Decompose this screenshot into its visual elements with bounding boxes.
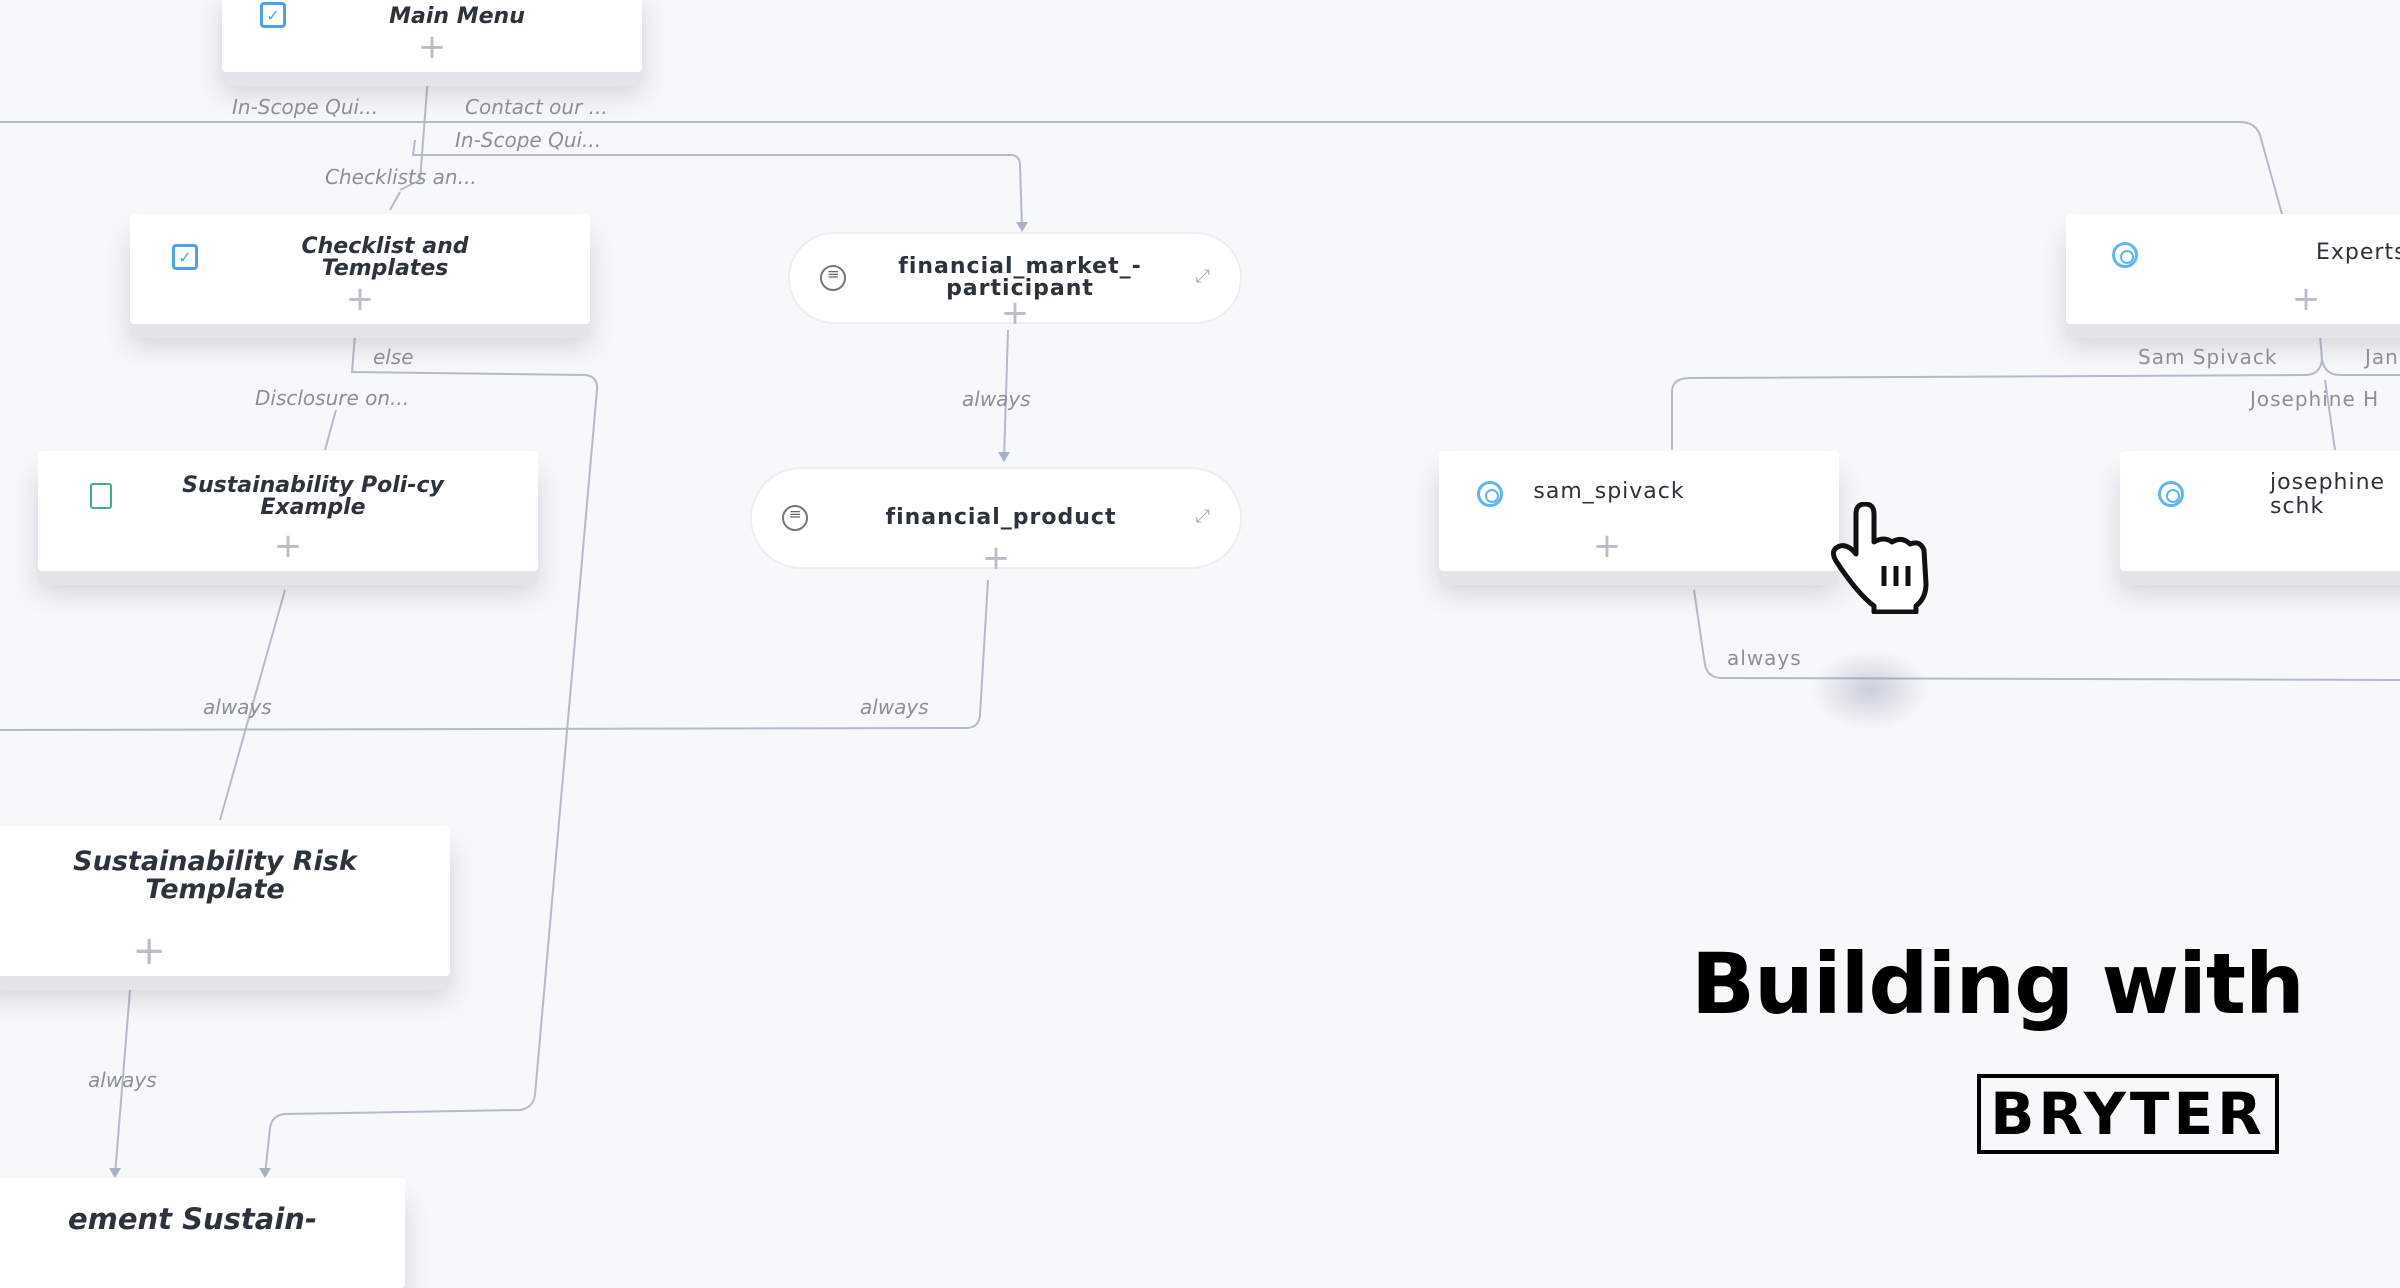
edge-horizontal-top	[0, 121, 2286, 226]
edge-label[interactable]: Contact our ...	[465, 95, 608, 119]
add-node-button[interactable]: +	[981, 538, 1011, 578]
node-label: Main Menu	[389, 4, 525, 29]
arrowhead	[998, 452, 1010, 462]
target-icon	[2112, 242, 2138, 268]
cursor-shadow	[1810, 650, 1930, 730]
edge-checklist	[389, 191, 401, 211]
checkbox-icon: ✓	[260, 2, 286, 28]
add-node-button[interactable]: +	[132, 928, 166, 974]
edge-disclosure	[324, 409, 337, 451]
add-node-button[interactable]: +	[273, 526, 303, 566]
edge-label[interactable]: always	[1727, 646, 1802, 670]
expand-icon[interactable]: ⤢	[1195, 506, 1210, 527]
document-gear-icon	[90, 483, 112, 509]
node-sustainability-risk-template[interactable]: Sustainability Risk Template +	[0, 826, 450, 976]
node-financial-market-participant[interactable]: financial_market_-participant ⤢ +	[788, 232, 1242, 330]
bryter-logo: BRYTER	[1977, 1074, 2279, 1154]
node-label: Checklist and Templates	[301, 234, 469, 281]
node-label: Sustainability Risk Template	[73, 846, 357, 905]
document-icon	[820, 265, 846, 291]
edge-label[interactable]: Jan	[2365, 345, 2399, 369]
edge-else	[264, 334, 599, 1176]
edge-label[interactable]: else	[373, 345, 414, 369]
add-node-button[interactable]: +	[2291, 279, 2321, 319]
connector-lines	[0, 76, 2400, 1178]
node-label: josephine schk	[2270, 470, 2386, 519]
edge-label[interactable]: always	[962, 387, 1031, 411]
node-label: financial_market_-participant	[898, 254, 1142, 301]
add-node-button[interactable]: +	[345, 279, 375, 319]
edge-fmp-down	[1003, 329, 1009, 461]
node-sam-spivack[interactable]: sam_spivack +	[1439, 451, 1839, 571]
edge-label[interactable]: always	[88, 1068, 157, 1092]
node-label: Sustainability Poli-cy Example	[182, 473, 444, 520]
edge-label[interactable]: Checklists an...	[325, 165, 477, 189]
node-experts[interactable]: Experts +	[2066, 214, 2400, 324]
add-node-button[interactable]: +	[1000, 293, 1030, 333]
edge-label[interactable]: In-Scope Qui...	[455, 128, 602, 152]
document-icon	[782, 505, 808, 531]
edge-label[interactable]: In-Scope Qui...	[232, 95, 379, 119]
arrowhead	[109, 1168, 121, 1178]
edge-to-fmp	[411, 139, 1023, 229]
node-josephine[interactable]: josephine schk +	[2120, 451, 2400, 571]
node-label: sam_spivack	[1533, 479, 1685, 504]
edge-label[interactable]: Sam Spivack	[2138, 345, 2278, 369]
edge-policy-down	[219, 589, 286, 821]
target-icon	[2158, 481, 2184, 507]
expand-icon[interactable]: ⤢	[1195, 266, 1210, 287]
arrowhead	[1016, 222, 1028, 232]
edge-main-down	[399, 76, 429, 191]
node-bottom-partial[interactable]: ement Sustain-	[0, 1178, 405, 1288]
add-node-button[interactable]: +	[1592, 526, 1622, 566]
hand-pointer-icon	[1831, 502, 1929, 614]
edge-label[interactable]: Josephine H	[2250, 387, 2380, 411]
edge-label[interactable]: always	[860, 695, 929, 719]
node-financial-product[interactable]: financial_product ⤢ +	[750, 467, 1242, 575]
node-label: ement Sustain-	[67, 1202, 317, 1236]
arrowhead	[259, 1168, 271, 1178]
edge-josephine	[2324, 379, 2336, 451]
edge-experts-jan	[2321, 359, 2400, 376]
target-icon	[1477, 481, 1503, 507]
edge-risk-down	[114, 989, 131, 1176]
node-sustainability-policy[interactable]: Sustainability Poli-cy Example +	[38, 451, 538, 571]
node-label: financial_product	[885, 505, 1117, 530]
node-main-menu[interactable]: ✓ Main Menu +	[222, 0, 642, 72]
add-node-button[interactable]: +	[417, 27, 447, 67]
checkbox-icon: ✓	[172, 244, 198, 270]
edge-label[interactable]: always	[203, 695, 272, 719]
node-label: Experts	[2316, 240, 2400, 265]
edge-label[interactable]: Disclosure on...	[255, 386, 410, 410]
edge-sam-always	[1693, 589, 2400, 681]
headline: Building with	[1691, 935, 2305, 1033]
edge-product-down	[0, 579, 989, 731]
edge-experts-branch	[1671, 334, 2324, 450]
node-checklist-templates[interactable]: ✓ Checklist and Templates +	[130, 214, 590, 324]
